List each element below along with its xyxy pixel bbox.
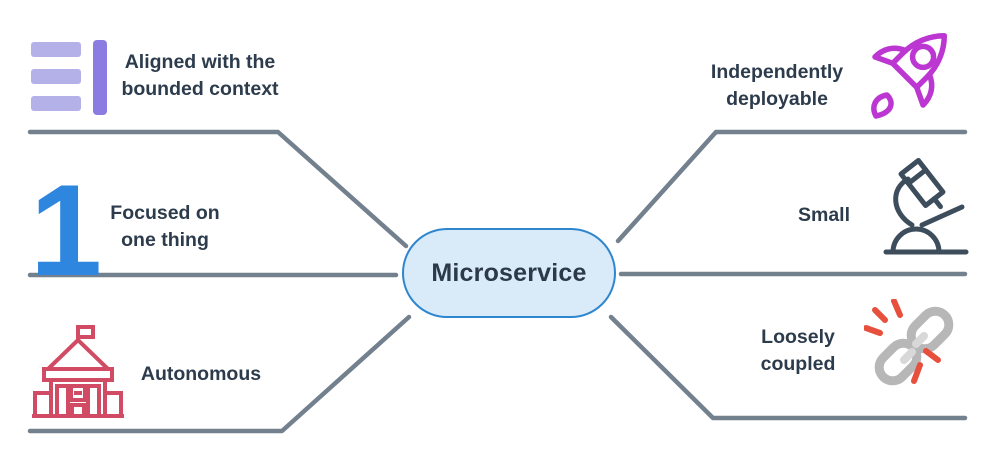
branch-label-line: Autonomous [140, 363, 262, 385]
branch-label-line: Small [797, 204, 851, 226]
branch-label-autonomous: Autonomous [116, 361, 286, 388]
branch-label-focused: Focused on one thing [95, 200, 235, 254]
connector-top-left [27, 129, 409, 249]
branch-label-line: Focused on [110, 202, 220, 224]
branch-label-line: bounded context [121, 78, 279, 100]
number-one-glyph: 1 [30, 158, 102, 280]
branch-label-line: Independently [710, 61, 844, 83]
branch-label-aligned: Aligned with the bounded context [110, 49, 290, 103]
branch-label-coupled: Loosely coupled [738, 324, 858, 378]
center-node-label: Microservice [431, 258, 587, 287]
government-building-icon [32, 325, 124, 418]
rocket-icon [871, 32, 948, 119]
center-node-microservice: Microservice [402, 228, 616, 318]
number-one-icon: 1 [30, 158, 102, 280]
branch-label-line: Aligned with the [124, 51, 276, 73]
branch-label-line: deployable [726, 88, 828, 110]
connector-top-right [615, 129, 968, 244]
list-icon [31, 40, 107, 115]
branch-label-deployable: Independently deployable [692, 59, 862, 113]
microscope-icon [883, 157, 969, 255]
broken-chain-icon [864, 299, 954, 386]
branch-label-line: Loosely [761, 326, 835, 348]
connector-bottom-right [608, 314, 968, 421]
branch-label-line: coupled [760, 353, 836, 375]
branch-label-line: one thing [121, 229, 209, 251]
branch-label-small: Small [764, 202, 884, 229]
connector-bottom-left [27, 314, 412, 434]
